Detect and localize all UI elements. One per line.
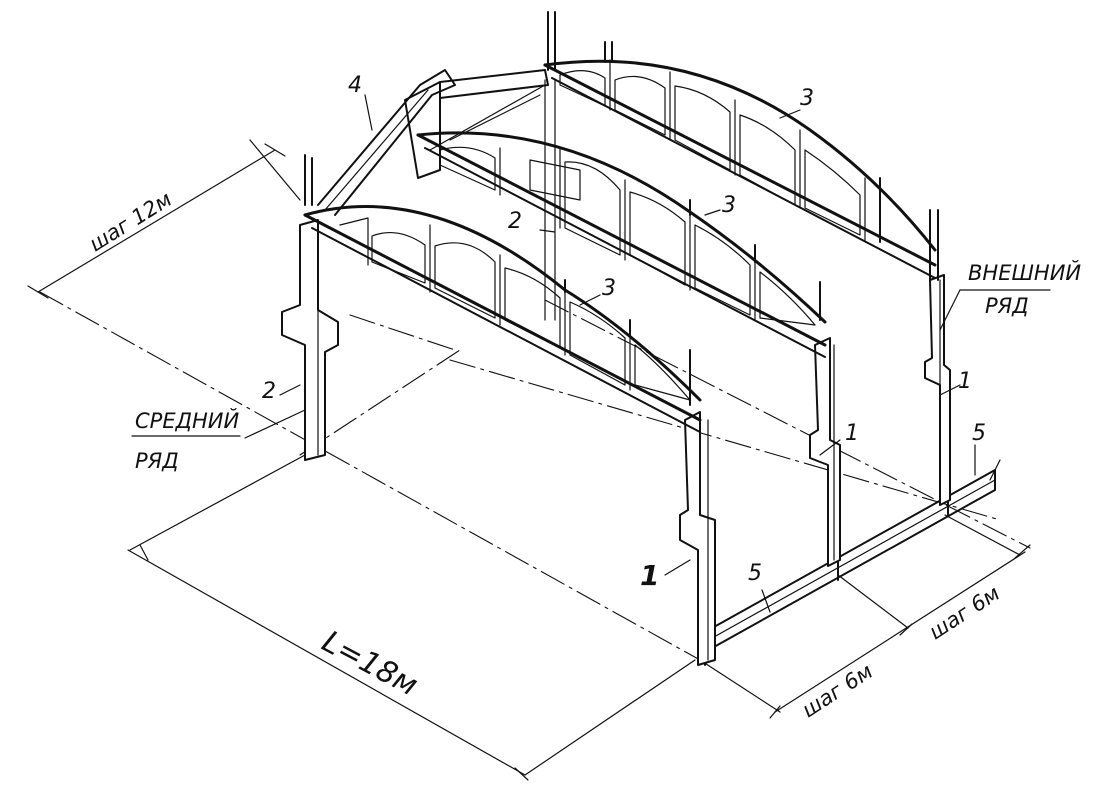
callout-1-front: 1 xyxy=(640,559,659,592)
outer-row-label: ВНЕШНИЙ xyxy=(968,260,1081,285)
callout-5-front: 5 xyxy=(748,561,762,586)
callout-1-right: 1 xyxy=(958,369,972,394)
callout-5-right: 5 xyxy=(972,421,986,446)
axis-lines xyxy=(39,291,1031,661)
leader-lines xyxy=(244,94,1001,613)
callout-3-mid: 3 xyxy=(722,193,736,218)
callout-4: 4 xyxy=(348,73,362,98)
callout-2-left: 2 xyxy=(262,379,276,404)
middle-row-label-2: РЯД xyxy=(135,449,179,473)
dimension-lines xyxy=(27,139,1031,781)
text-labels: шаг 12м L=18м шаг 6м шаг 6м СРЕДНИЙ РЯД … xyxy=(85,73,1081,722)
callout-3-front: 3 xyxy=(602,276,616,301)
trusses xyxy=(303,41,937,433)
callout-2-center: 2 xyxy=(508,209,522,234)
brace xyxy=(317,69,581,216)
outer-row-label-2: РЯД xyxy=(985,294,1029,318)
callout-3-top: 3 xyxy=(800,86,814,111)
span-label: L=18м xyxy=(316,624,423,703)
middle-row-label: СРЕДНИЙ xyxy=(135,408,240,433)
step-12-label: шаг 12м xyxy=(85,187,176,256)
callout-1-mid: 1 xyxy=(845,421,859,446)
